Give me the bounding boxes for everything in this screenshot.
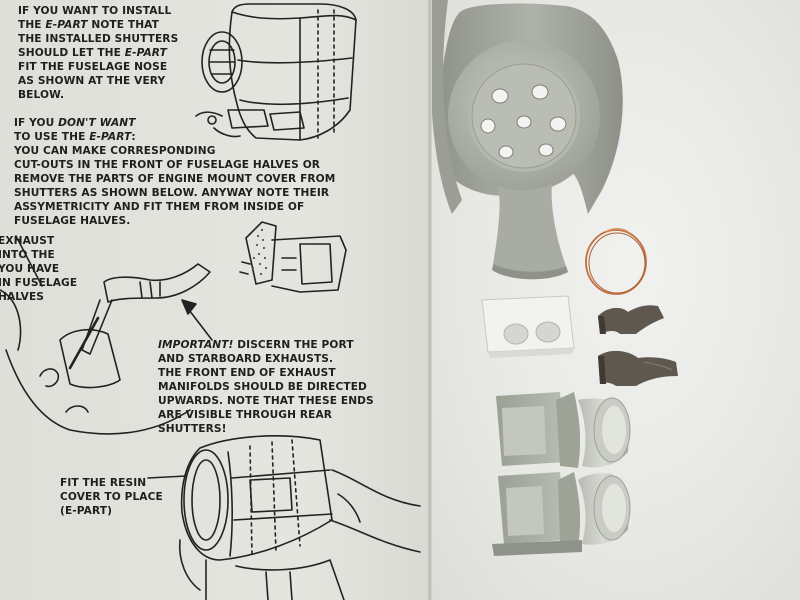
- important-line: AND STARBOARD EXHAUSTS.: [158, 353, 334, 365]
- para2-line: IF YOU DON'T WANT: [14, 117, 136, 129]
- para2-line: REMOVE THE PARTS OF ENGINE MOUNT COVER F…: [14, 173, 336, 185]
- important-line: UPWARDS. NOTE THAT THESE ENDS: [158, 395, 374, 407]
- instruction-exhaust-note: EXHAUST INTO THE YOU HAVE IN FUSELAGE HALVES: [0, 234, 77, 304]
- exhaust-note-line: HALVES: [0, 291, 45, 303]
- exhaust-drawing: [0, 235, 213, 435]
- para2-line: SHUTTERS AS SHOWN BELOW. ANYWAY NOTE THE…: [14, 187, 330, 199]
- para1-line: SHOULD LET THE E-PART: [18, 47, 167, 59]
- para1-line: THE E-PART NOTE THAT: [18, 19, 159, 31]
- fit-note-line: (E-PART): [60, 505, 113, 517]
- para2-line: TO USE THE E-PART:: [14, 131, 136, 143]
- para2-line: ASSYMETRICITY AND FIT THEM FROM INSIDE O…: [14, 201, 305, 213]
- clear-film-part: [481, 295, 575, 358]
- exhaust-manifold-parts: [598, 305, 678, 386]
- fuselage-cutout-drawing: [239, 221, 347, 293]
- para1-line: BELOW.: [18, 89, 65, 101]
- important-line: ARE VISIBLE THROUGH REAR: [158, 409, 332, 421]
- important-line: SHUTTERS!: [158, 423, 227, 435]
- shutter-block-parts: [492, 392, 631, 556]
- nose-shutters-drawing: [195, 3, 357, 141]
- fit-note-line: FIT THE RESIN: [60, 477, 147, 489]
- para2-line: CUT-OUTS IN THE FRONT OF FUSELAGE HALVES…: [14, 159, 321, 171]
- important-line: THE FRONT END OF EXHAUST: [158, 367, 336, 379]
- copper-wire-ring: [585, 228, 647, 295]
- exhaust-note-line: IN FUSELAGE: [0, 277, 78, 289]
- exhaust-note-line: INTO THE: [0, 249, 55, 261]
- page-fold: [428, 0, 432, 600]
- exhaust-note-line: EXHAUST: [0, 235, 55, 247]
- important-line: MANIFOLDS SHOULD BE DIRECTED: [158, 381, 367, 393]
- resin-cover-drawing: [147, 435, 421, 600]
- exhaust-note-line: YOU HAVE: [0, 263, 60, 275]
- instruction-paragraph-no-epart: IF YOU DON'T WANT TO USE THE E-PART: YOU C…: [14, 116, 335, 228]
- para1-line: THE INSTALLED SHUTTERS: [18, 33, 179, 45]
- important-line: IMPORTANT! DISCERN THE PORT: [158, 339, 354, 351]
- para1-line: FIT THE FUSELAGE NOSE: [18, 61, 168, 73]
- sheet-illustrations: [0, 3, 421, 600]
- instruction-paragraph-install: IF YOU WANT TO INSTALL THE E-PART NOTE TH…: [18, 4, 178, 102]
- para2-line: YOU CAN MAKE CORRESPONDING: [14, 145, 216, 157]
- fit-note-line: COVER TO PLACE: [60, 491, 163, 503]
- instruction-sheet: IF YOU WANT TO INSTALL THE E-PART NOTE TH…: [0, 0, 430, 600]
- instruction-important-note: IMPORTANT! DISCERN THE PORT AND STARBOARD…: [158, 338, 374, 436]
- para2-line: FUSELAGE HALVES.: [14, 215, 131, 227]
- instruction-fit-note: FIT THE RESIN COVER TO PLACE (E-PART): [60, 476, 163, 518]
- para1-line: AS SHOWN AT THE VERY: [18, 75, 166, 87]
- resin-parts-photo: [432, 0, 800, 600]
- engine-cover-part: [432, 0, 623, 280]
- resin-parts: [432, 0, 678, 556]
- para1-line: IF YOU WANT TO INSTALL: [18, 5, 172, 17]
